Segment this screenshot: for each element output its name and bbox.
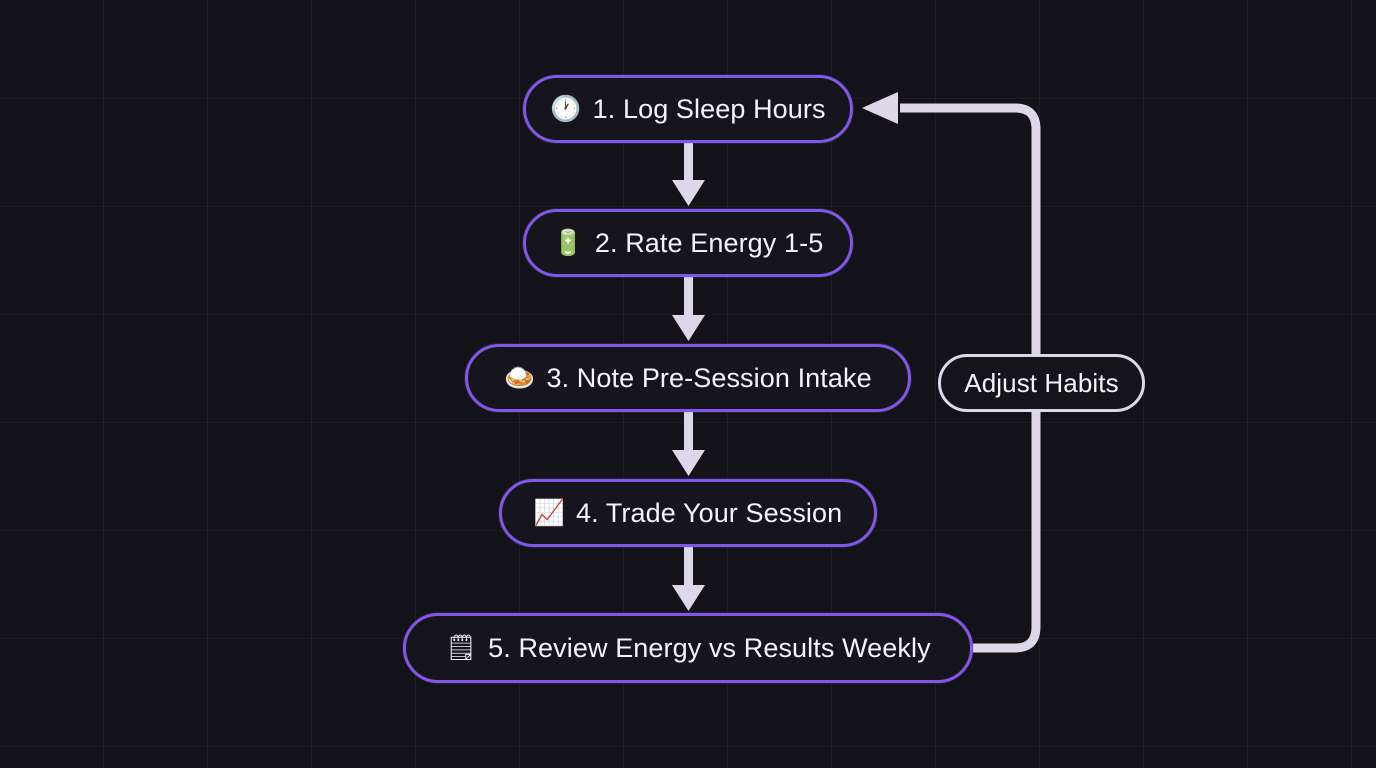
food-bowl-icon: 🍛 — [504, 363, 536, 392]
flow-node-label: 3. Note Pre-Session Intake — [546, 362, 872, 393]
flow-node-rate-energy[interactable]: 🔋 2. Rate Energy 1-5 — [523, 209, 853, 277]
edge-3-to-4 — [672, 412, 705, 476]
flow-node-label: 2. Rate Energy 1-5 — [594, 227, 824, 258]
flow-node-note-pre-session-intake[interactable]: 🍛 3. Note Pre-Session Intake — [465, 344, 911, 412]
flow-node-label: 5. Review Energy vs Results Weekly — [488, 632, 931, 663]
clipboard-checklist-icon: 🗒 — [445, 633, 478, 662]
flow-node-label: Adjust Habits — [964, 368, 1119, 398]
flow-node-label: 1. Log Sleep Hours — [592, 93, 826, 124]
edge-2-to-3 — [672, 277, 705, 341]
edge-4-to-5 — [672, 547, 705, 611]
battery-icon: 🔋 — [552, 228, 584, 257]
chart-increasing-icon: 📈 — [533, 498, 565, 527]
flow-node-adjust-habits[interactable]: Adjust Habits — [938, 354, 1145, 412]
clock-icon: 🕐 — [550, 94, 582, 123]
flow-node-trade-your-session[interactable]: 📈 4. Trade Your Session — [499, 479, 877, 547]
flow-node-review-energy-vs-results[interactable]: 🗒 5. Review Energy vs Results Weekly — [403, 613, 973, 683]
flow-node-log-sleep-hours[interactable]: 🕐 1. Log Sleep Hours — [523, 75, 853, 143]
edge-1-to-2 — [672, 143, 705, 206]
flow-node-label: 4. Trade Your Session — [575, 497, 843, 528]
